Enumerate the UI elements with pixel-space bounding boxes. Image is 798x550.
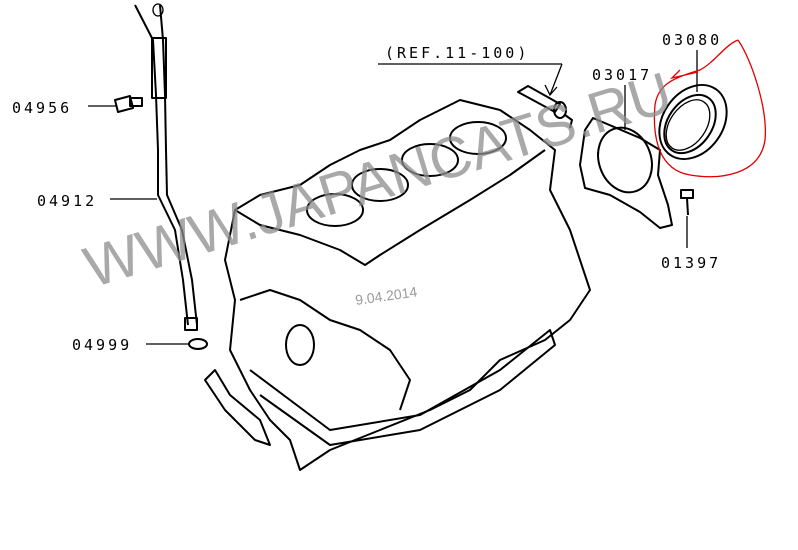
dipstick-04912[interactable] <box>134 3 198 331</box>
label-04912: 04912 <box>37 192 97 210</box>
bolt-01397[interactable] <box>680 189 694 216</box>
date-stamp: 9.04.2014 <box>354 283 418 308</box>
reference-label: (REF.11-100) <box>385 44 529 62</box>
label-04999: 04999 <box>72 336 132 354</box>
label-01397: 01397 <box>661 254 721 272</box>
rear-oil-seal-03080[interactable] <box>645 72 740 172</box>
label-03017: 03017 <box>592 66 652 84</box>
label-03080: 03080 <box>662 31 722 49</box>
sealant-tube <box>517 85 573 129</box>
bolt-04956[interactable] <box>114 95 143 113</box>
red-highlight-circle <box>653 39 767 178</box>
oring-04999[interactable] <box>188 338 208 350</box>
label-04956: 04956 <box>12 99 72 117</box>
leader-lines <box>88 50 698 345</box>
engine-block <box>204 99 591 471</box>
